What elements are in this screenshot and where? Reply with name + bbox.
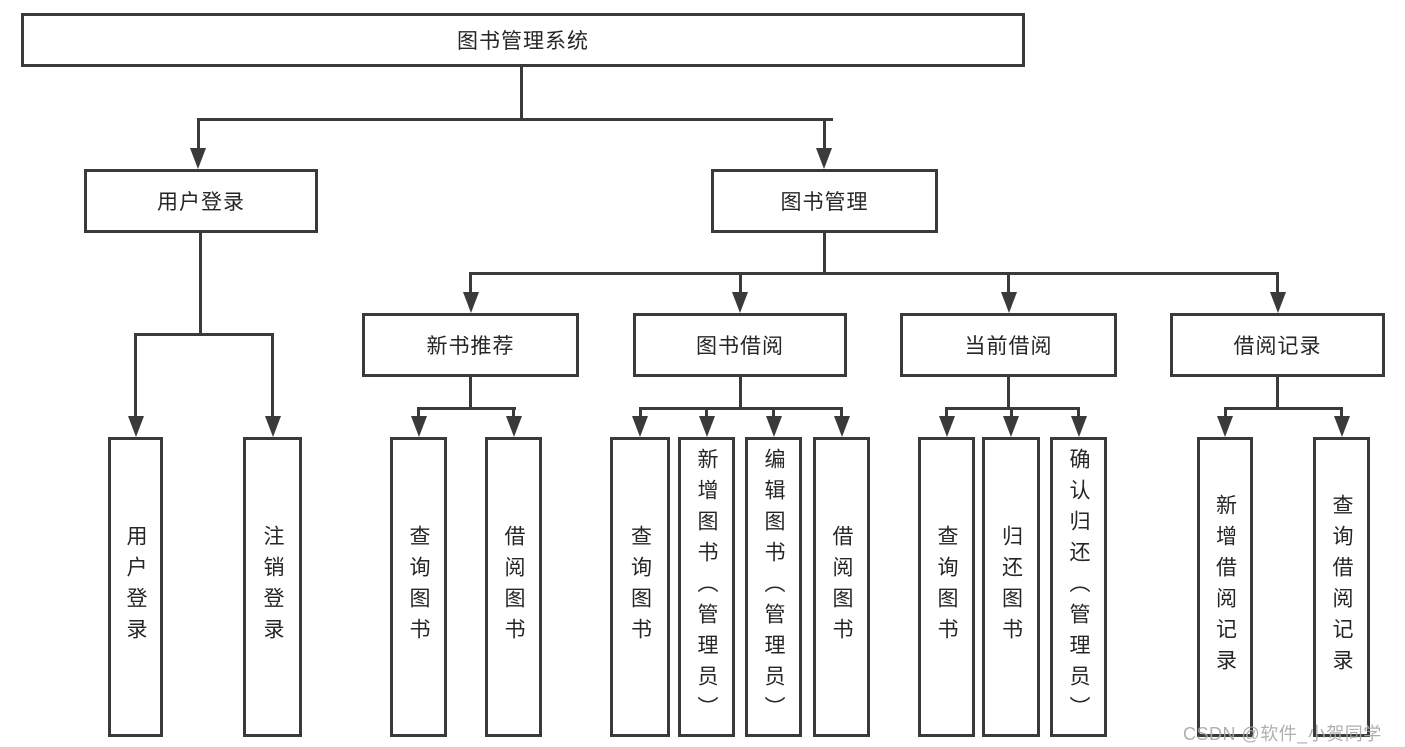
arrow-down-icon bbox=[128, 416, 144, 437]
connector-line bbox=[840, 407, 843, 418]
arrow-down-icon bbox=[506, 416, 522, 437]
leaf-label: 确认归还（管理员） bbox=[1067, 447, 1090, 727]
node-new-book-recommend: 新书推荐 bbox=[362, 313, 579, 377]
arrow-down-icon bbox=[1001, 292, 1017, 313]
connector-line bbox=[823, 233, 826, 274]
leaf-br-query-record: 查询借阅记录 bbox=[1313, 437, 1370, 737]
arrow-down-icon bbox=[1217, 416, 1233, 437]
leaf-label: 归还图书 bbox=[999, 525, 1023, 649]
leaf-nb-query-books: 查询图书 bbox=[390, 437, 447, 737]
connector-line bbox=[1077, 407, 1080, 418]
arrow-down-icon bbox=[632, 416, 648, 437]
leaf-bb-add-books-admin: 新增图书（管理员） bbox=[678, 437, 735, 737]
connector-line bbox=[417, 407, 420, 418]
connector-line bbox=[739, 272, 742, 294]
node-user-login: 用户登录 bbox=[84, 169, 318, 233]
connector-line bbox=[772, 407, 775, 418]
connector-line bbox=[469, 377, 472, 408]
leaf-bb-query-books: 查询图书 bbox=[610, 437, 670, 737]
node-current-borrow: 当前借阅 bbox=[900, 313, 1117, 377]
leaf-label: 编辑图书（管理员） bbox=[762, 447, 785, 727]
leaf-label: 借阅图书 bbox=[830, 525, 853, 649]
arrow-down-icon bbox=[732, 292, 748, 313]
connector-line bbox=[823, 118, 826, 151]
connector-line bbox=[199, 233, 202, 334]
connector-line bbox=[705, 407, 708, 418]
arrow-down-icon bbox=[939, 416, 955, 437]
arrow-down-icon bbox=[265, 416, 281, 437]
connector-line bbox=[1276, 272, 1279, 294]
arrow-down-icon bbox=[190, 148, 206, 169]
leaf-br-add-record: 新增借阅记录 bbox=[1197, 437, 1253, 737]
leaf-bb-borrow-books: 借阅图书 bbox=[813, 437, 870, 737]
leaf-label: 注销登录 bbox=[261, 525, 284, 649]
connector-line bbox=[639, 407, 642, 418]
node-borrow-records: 借阅记录 bbox=[1170, 313, 1385, 377]
arrow-down-icon bbox=[463, 292, 479, 313]
connector-line bbox=[520, 67, 523, 120]
connector-line bbox=[1010, 407, 1013, 418]
connector-line bbox=[271, 333, 274, 417]
connector-line bbox=[945, 407, 948, 418]
leaf-cb-query-books: 查询图书 bbox=[918, 437, 975, 737]
connector-line bbox=[1224, 407, 1343, 410]
arrow-down-icon bbox=[1270, 292, 1286, 313]
node-book-management: 图书管理 bbox=[711, 169, 938, 233]
connector-line bbox=[1007, 377, 1010, 408]
node-book-borrow: 图书借阅 bbox=[633, 313, 847, 377]
arrow-down-icon bbox=[1003, 416, 1019, 437]
connector-line bbox=[1340, 407, 1343, 418]
leaf-label: 查询借阅记录 bbox=[1330, 494, 1353, 680]
connector-line bbox=[417, 407, 516, 410]
connector-line bbox=[469, 272, 472, 294]
connector-line bbox=[134, 333, 274, 336]
leaf-cb-confirm-return-admin: 确认归还（管理员） bbox=[1050, 437, 1107, 737]
leaf-nb-borrow-books: 借阅图书 bbox=[485, 437, 542, 737]
arrow-down-icon bbox=[1334, 416, 1350, 437]
leaf-label: 用户登录 bbox=[124, 525, 147, 649]
connector-line bbox=[134, 333, 137, 417]
connector-line bbox=[1007, 272, 1010, 294]
connector-line bbox=[197, 118, 833, 121]
leaf-bb-edit-books-admin: 编辑图书（管理员） bbox=[745, 437, 802, 737]
arrow-down-icon bbox=[1071, 416, 1087, 437]
leaf-label: 借阅图书 bbox=[502, 525, 525, 649]
leaf-label: 查询图书 bbox=[407, 525, 430, 649]
leaf-logout: 注销登录 bbox=[243, 437, 302, 737]
arrow-down-icon bbox=[699, 416, 715, 437]
leaf-label: 新增图书（管理员） bbox=[695, 447, 718, 727]
connector-line bbox=[639, 407, 843, 410]
arrow-down-icon bbox=[834, 416, 850, 437]
csdn-watermark: CSDN @软件_小贺同学 bbox=[1183, 724, 1382, 744]
arrow-down-icon bbox=[411, 416, 427, 437]
connector-line bbox=[1276, 377, 1279, 408]
leaf-label: 查询图书 bbox=[935, 525, 958, 649]
leaf-user-login: 用户登录 bbox=[108, 437, 163, 737]
leaf-cb-return-books: 归还图书 bbox=[982, 437, 1040, 737]
arrow-down-icon bbox=[766, 416, 782, 437]
connector-line bbox=[739, 377, 742, 408]
arrow-down-icon bbox=[816, 148, 832, 169]
connector-line bbox=[469, 272, 1279, 275]
leaf-label: 查询图书 bbox=[628, 525, 652, 649]
leaf-label: 新增借阅记录 bbox=[1213, 494, 1237, 680]
connector-line bbox=[1224, 407, 1227, 418]
node-root-library-system: 图书管理系统 bbox=[21, 13, 1025, 67]
connector-line bbox=[197, 118, 200, 151]
connector-line bbox=[512, 407, 515, 418]
